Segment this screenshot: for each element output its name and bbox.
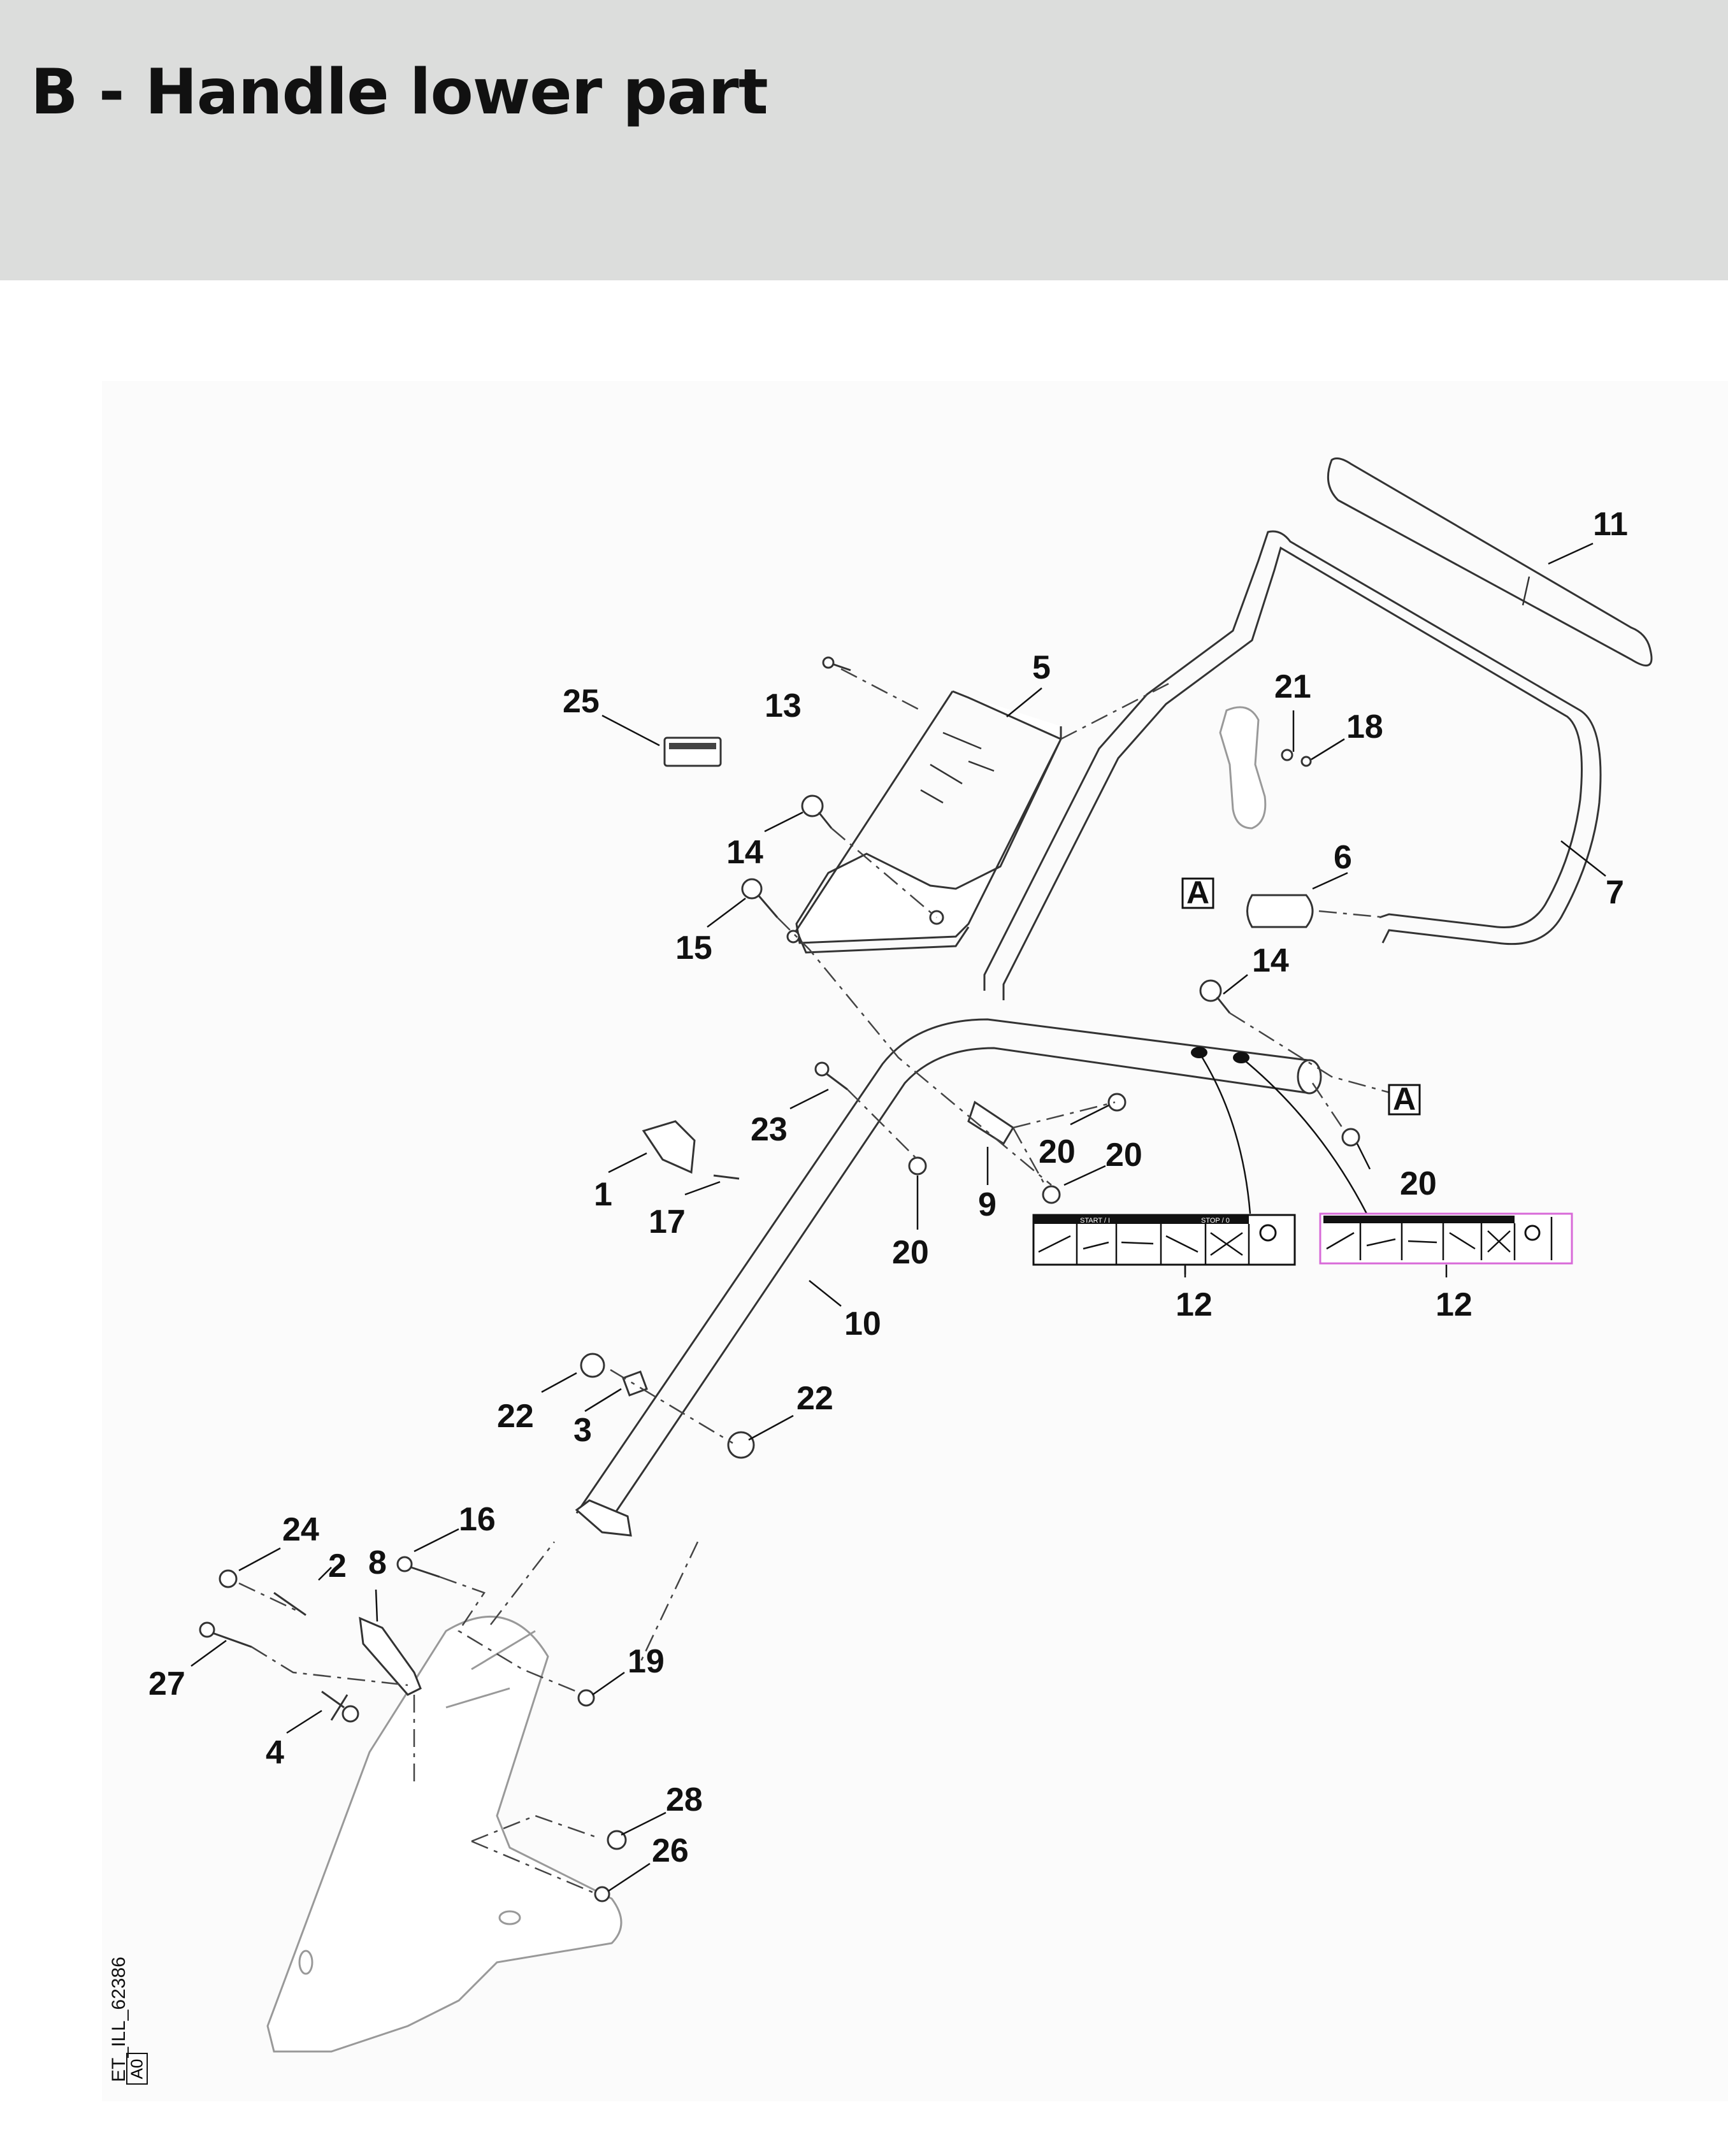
handle-grip-foam: [1327, 457, 1653, 666]
callout-14-lower: 14: [1252, 942, 1289, 979]
callout-15: 15: [675, 930, 712, 967]
callout-28: 28: [666, 1781, 703, 1818]
callout-20-a: 20: [1039, 1133, 1076, 1170]
callout-19: 19: [628, 1643, 665, 1680]
callout-13: 13: [765, 687, 802, 724]
page-title: B - Handle lower part: [31, 56, 768, 129]
revision-box: A0: [126, 2053, 148, 2085]
revision-label: A0: [127, 2059, 147, 2079]
callout-4: 4: [266, 1734, 284, 1771]
callout-10: 10: [844, 1305, 881, 1342]
callout-5: 5: [1032, 649, 1051, 686]
callout-14-upper: 14: [726, 834, 763, 871]
callout-20-c: 20: [892, 1234, 929, 1271]
callout-22-left: 22: [497, 1398, 534, 1435]
brake-lever: [1219, 706, 1267, 830]
upper-handle-bar: [983, 530, 1602, 1000]
decal-start-label: START / I: [1080, 1217, 1110, 1225]
callout-16: 16: [459, 1501, 496, 1538]
hardware-parts: [199, 656, 1360, 1902]
callout-9: 9: [978, 1186, 997, 1223]
reference-marker-a-lower: A: [1388, 1081, 1421, 1117]
callout-3: 3: [573, 1412, 592, 1449]
callout-17: 17: [649, 1204, 686, 1240]
callout-21: 21: [1274, 668, 1311, 705]
callout-labels: 1 2 3 4 5 6 7 8 9 10 11 12 12 13 14 14 1…: [148, 506, 1628, 1869]
handle-holder-bracket: [266, 1616, 623, 2053]
callout-1: 1: [594, 1176, 612, 1213]
svg-text:A: A: [1393, 1081, 1416, 1117]
callout-22-right: 22: [796, 1380, 833, 1417]
callout-12-left: 12: [1176, 1286, 1213, 1323]
callout-26: 26: [652, 1832, 689, 1869]
callout-20-d: 20: [1400, 1165, 1437, 1202]
callout-18: 18: [1346, 708, 1383, 745]
start-stop-decal-right: [1319, 1212, 1573, 1265]
decal-stop-label: STOP / 0: [1201, 1217, 1230, 1225]
callout-6: 6: [1334, 839, 1352, 876]
callout-2: 2: [328, 1548, 347, 1585]
callout-12-right: 12: [1436, 1286, 1472, 1323]
callout-8: 8: [368, 1544, 387, 1581]
header-banner: [0, 0, 1728, 280]
lower-handle-bar: [575, 1018, 1322, 1537]
svg-text:A: A: [1186, 875, 1209, 910]
callout-27: 27: [148, 1665, 185, 1702]
callout-11: 11: [1593, 506, 1628, 543]
callout-24: 24: [282, 1511, 319, 1548]
callout-leaders: [191, 542, 1606, 1892]
callout-25: 25: [563, 683, 600, 720]
assembly-lines: [238, 668, 1402, 1894]
callout-7: 7: [1606, 874, 1624, 911]
reference-marker-a-upper: A: [1181, 875, 1214, 910]
start-stop-decal-left: START / I STOP / 0: [1032, 1214, 1296, 1266]
decal-leader-lines: [1191, 1047, 1368, 1214]
callout-23: 23: [751, 1111, 788, 1148]
callout-20-b: 20: [1105, 1137, 1142, 1174]
handle-cover: [786, 690, 1063, 954]
